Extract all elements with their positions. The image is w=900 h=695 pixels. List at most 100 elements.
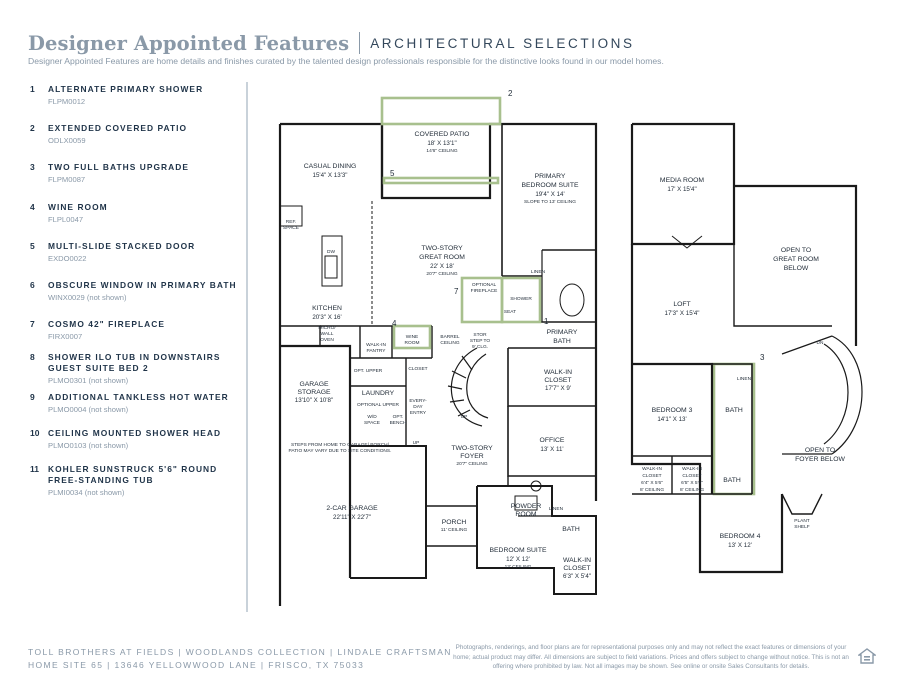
room-label: KITCHEN (312, 305, 342, 312)
room-label: TWO-STORY (421, 245, 463, 252)
callouts: 2 5 7 4 1 3 (390, 89, 765, 362)
first-floor-labels: COVERED PATIO 18' X 13'1" 14'6" CEILING … (283, 131, 591, 580)
room-dim: 19'4" X 14' (535, 191, 564, 198)
callout-7: 7 (454, 287, 459, 296)
stair-up-label: UP (413, 440, 420, 446)
room-label: BEDROOM 3 (652, 407, 693, 414)
room-dim: 6'3" X 5'4" (563, 573, 591, 580)
room-label: FOYER (460, 453, 484, 460)
room-label: CASUAL DINING (304, 163, 357, 170)
feature-number: 4 (30, 202, 35, 212)
primary-shower-highlight (500, 276, 542, 324)
seat-label: SEAT (504, 309, 516, 315)
room-label: GREAT ROOM (419, 254, 465, 261)
closet-label: CLOSET (408, 366, 427, 372)
room-label: 2-CAR GARAGE (326, 505, 378, 512)
linen-label: LINEN (737, 376, 752, 382)
feature-name: WINE ROOM (48, 202, 108, 212)
room-label: CLOSET (544, 377, 571, 384)
room-label: CLOSET (682, 473, 701, 479)
feature-name: TWO FULL BATHS UPGRADE (48, 162, 189, 172)
room-label: LAUNDRY (362, 390, 395, 397)
feature-name: ALTERNATE PRIMARY SHOWER (48, 84, 204, 94)
feature-code: WINX0029 (not shown) (48, 293, 127, 302)
feature-number: 3 (30, 162, 35, 172)
micro-wall-oven-label: OVEN (320, 337, 334, 343)
feature-code: PLMO0004 (not shown) (48, 405, 129, 414)
title-divider (359, 32, 361, 54)
room-label: LOFT (673, 301, 690, 308)
page-header: Designer Appointed Features ARCHITECTURA… (28, 30, 635, 56)
baths-upgrade-highlight (712, 362, 756, 496)
room-label: WALK-IN (642, 466, 662, 472)
pantry-label: WALK-IN (366, 342, 386, 348)
stor-label: STEP TO (470, 338, 491, 344)
feature-name: EXTENDED COVERED PATIO (48, 123, 188, 133)
footer-line-2: HOME SITE 65 | 13646 YELLOWWOOD LANE | F… (28, 660, 365, 670)
first-floor-stairs (447, 347, 489, 427)
feature-code: ODLX0059 (48, 136, 86, 145)
callout-1: 1 (544, 317, 549, 326)
ref-space-label: REF. (286, 219, 296, 225)
stair-down-label: DN (817, 340, 824, 346)
room-label: STORAGE (297, 389, 331, 396)
toilet-icon (530, 480, 542, 492)
tub-icon-2 (514, 495, 538, 511)
steps-note: PATIO MAY VARY DUE TO SITE CONDITIONS. (289, 448, 392, 454)
feature-code: PLMO0301 (not shown) (48, 376, 129, 385)
room-label: OPEN TO (805, 447, 835, 454)
fireplace-label: FIREPLACE (471, 288, 498, 294)
plant-shelf-label: SHELF (794, 524, 810, 530)
callout-4: 4 (392, 319, 397, 328)
feature-name: CEILING MOUNTED SHOWER HEAD (48, 428, 222, 438)
room-label: WALK-IN (563, 557, 591, 564)
feature-code: PLMO0103 (not shown) (48, 441, 129, 450)
micro-wall-oven-label: WALL (321, 331, 334, 337)
pantry-label: PANTRY (366, 348, 386, 354)
room-label: WALK-IN (682, 466, 702, 472)
page-subtitle: ARCHITECTURAL SELECTIONS (370, 35, 635, 51)
feature-number: 5 (30, 241, 35, 251)
second-floor-walls (630, 122, 858, 574)
opt-upper-label: OPT. UPPER (354, 368, 383, 374)
callout-5: 5 (390, 169, 395, 178)
extended-patio-highlight (380, 96, 502, 126)
wd-space-label: W/D (367, 414, 377, 420)
room-note: 20'7" CEILING (426, 271, 457, 277)
room-dim: 20'3" X 16' (312, 314, 341, 321)
callout-2: 2 (508, 89, 513, 98)
room-label: BEDROOM SUITE (489, 547, 546, 554)
feature-name: ADDITIONAL TANKLESS HOT WATER (48, 392, 229, 402)
room-label: PRIMARY (547, 329, 578, 336)
stor-label: 9' CLG. (472, 344, 488, 350)
feature-code: FLPM0012 (48, 97, 86, 106)
wd-space-label: SPACE (364, 420, 380, 426)
room-label: PORCH (442, 519, 467, 526)
room-label: ROOM (515, 511, 536, 518)
plant-shelf-label: PLANT (794, 518, 810, 524)
steps-note: STEPS FROM HOME TO GARAGE/ PORCH/ (291, 442, 390, 448)
room-dim: 13' X 11' (540, 446, 563, 453)
linen-label: LINEN (531, 269, 546, 275)
room-dim: 17' X 15'4" (667, 186, 696, 193)
room-label: BATH (553, 338, 571, 345)
feature-name: MULTI-SLIDE STACKED DOOR (48, 241, 196, 251)
room-note: 20'7" CEILING (456, 461, 487, 467)
room-dim: 6'4" X 5'6" (641, 480, 663, 486)
room-label: CLOSET (642, 473, 661, 479)
room-label: FOYER BELOW (795, 456, 845, 463)
room-note: 11' CEILING (441, 527, 468, 533)
room-dim: 18' X 13'1" (427, 140, 456, 147)
room-label: BEDROOM 4 (720, 533, 761, 540)
room-label: BEDROOM SUITE (521, 182, 578, 189)
room-note: 14'6" CEILING (426, 148, 457, 154)
sink-icon (324, 255, 338, 279)
micro-wall-oven-label: MICRO/ (318, 325, 336, 331)
room-dim: 17'7" X 9' (545, 385, 571, 392)
feature-number: 7 (30, 319, 35, 329)
room-note: SLOPE TO 13' CEILING (524, 199, 576, 205)
feature-number: 9 (30, 392, 35, 402)
option-highlights (380, 96, 756, 496)
entry-label: DAY (413, 404, 423, 410)
wine-room-label: WINE (406, 334, 419, 340)
